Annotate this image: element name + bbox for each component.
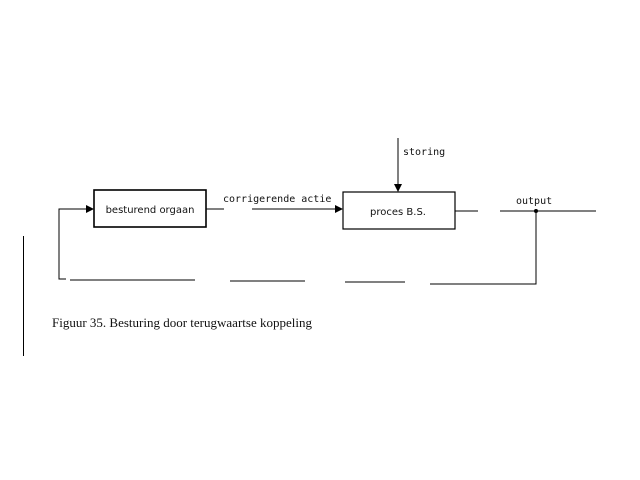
process-label: proces B.S. — [370, 207, 426, 218]
feedback-right — [430, 213, 537, 285]
figure-caption: Figuur 35. Besturing door terugwaartse k… — [52, 315, 312, 330]
margin-line — [23, 236, 24, 356]
feedback-arrow — [58, 205, 94, 280]
controller-block — [93, 189, 207, 228]
disturbance-label: storing — [403, 147, 445, 158]
action-label: corrigerende actie — [223, 194, 331, 205]
output-label: output — [516, 196, 552, 207]
branch-point — [534, 209, 538, 213]
process-block — [342, 191, 456, 230]
controller-label: besturend orgaan — [106, 205, 195, 216]
